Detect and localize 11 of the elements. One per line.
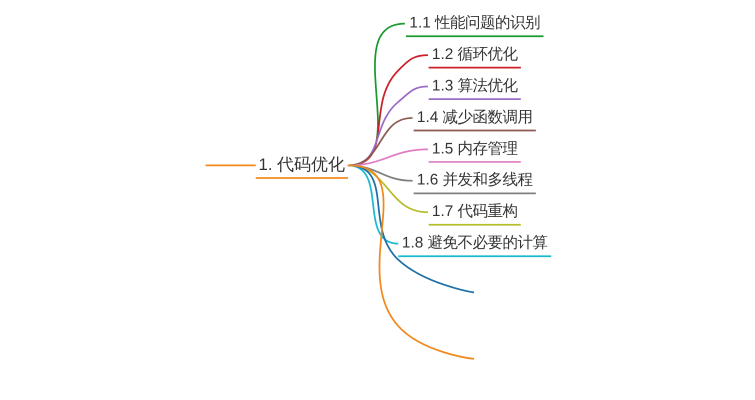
node-text: 1.3 算法优化 xyxy=(431,77,518,94)
node-text: 1.7 代码重构 xyxy=(431,203,518,220)
node-text: 1.6 并发和多线程 xyxy=(416,172,532,189)
node-text: 1.4 减少函数调用 xyxy=(416,108,532,126)
node-text: 1.5 内存管理 xyxy=(431,140,518,158)
node-text: 1.2 循环优化 xyxy=(431,46,518,63)
connector xyxy=(205,164,256,166)
node-text: 1.8 避免不必要的计算 xyxy=(401,234,548,252)
node-text: 1. 代码优化 xyxy=(258,154,345,174)
connector xyxy=(347,164,474,360)
node-text: 1.1 性能问题的识别 xyxy=(408,14,540,32)
